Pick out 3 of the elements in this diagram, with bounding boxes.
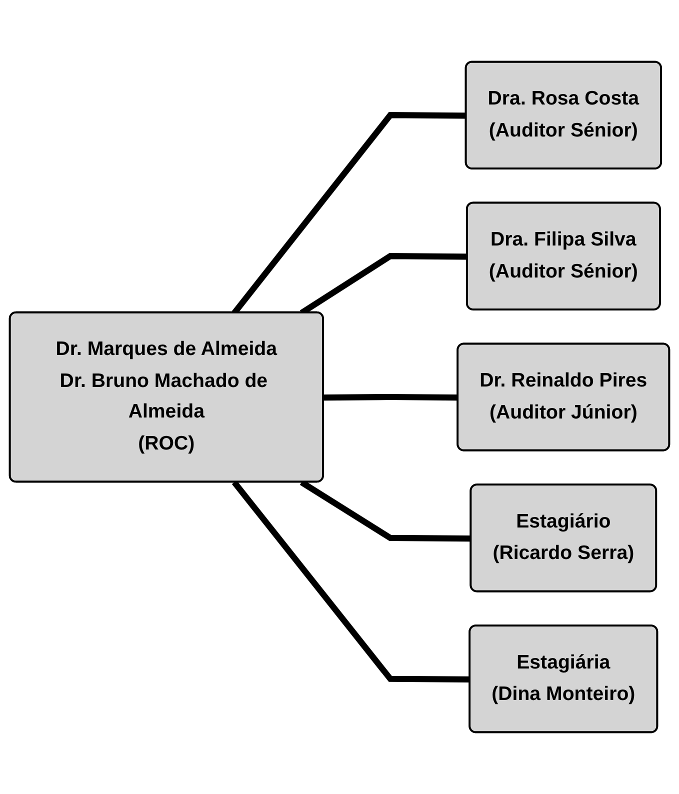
- connector: [324, 394, 458, 401]
- org-chart: Dr. Marques de Almeida Dr. Bruno Machado de Almeida (ROC) Dra. Rosa Costa (Auditor Sénior) Dra. Filipa Silva (Auditor Sénior) Dr. Reinaldo Pires (Auditor Júnior) Estagiário (Ricardo Serra) Estagiária (Dina Monteiro): [0, 52, 679, 742]
- connector: [232, 480, 470, 683]
